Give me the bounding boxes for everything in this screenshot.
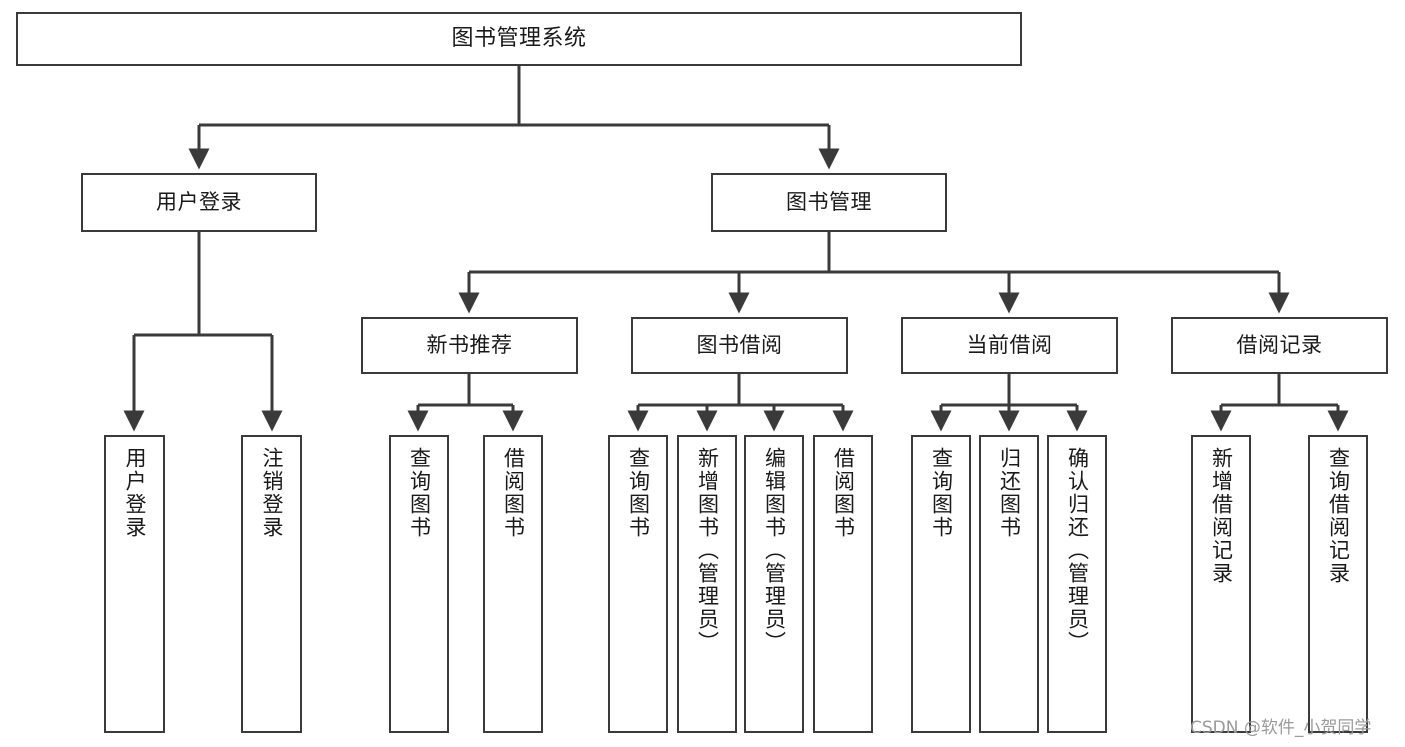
- node-label: 新增借阅记录: [1209, 447, 1234, 585]
- node-label: 归还图书: [997, 447, 1022, 539]
- node-label: 查询借阅记录: [1326, 447, 1351, 585]
- leaf-return-book[interactable]: 归还图书: [979, 435, 1039, 733]
- node-new-book-recommendation[interactable]: 新书推荐: [361, 317, 578, 374]
- node-label: 图书管理系统: [451, 26, 587, 52]
- node-label: 借阅图书: [501, 447, 526, 539]
- leaf-query-book-borrowing[interactable]: 查询图书: [608, 435, 668, 733]
- node-label: 注销登录: [260, 447, 284, 539]
- node-label: 查询图书: [626, 447, 651, 539]
- csdn-watermark: CSDN @软件_小贺同学: [1190, 718, 1372, 738]
- node-borrowing-record[interactable]: 借阅记录: [1171, 317, 1388, 374]
- leaf-logout[interactable]: 注销登录: [241, 435, 302, 733]
- leaf-edit-book-admin[interactable]: 编辑图书（管理员）: [744, 435, 804, 733]
- leaf-borrow-book-borrowing[interactable]: 借阅图书: [813, 435, 873, 733]
- node-label: 当前借阅: [966, 333, 1053, 358]
- leaf-add-borrow-record[interactable]: 新增借阅记录: [1191, 435, 1251, 733]
- node-book-management[interactable]: 图书管理: [711, 173, 947, 232]
- node-label: 确认归还（管理员）: [1065, 447, 1090, 654]
- node-book-borrowing[interactable]: 图书借阅: [631, 317, 848, 374]
- node-book-management-system[interactable]: 图书管理系统: [16, 12, 1022, 66]
- node-label: 用户登录: [123, 447, 147, 539]
- leaf-query-book-new-book[interactable]: 查询图书: [389, 435, 449, 733]
- node-label: 查询图书: [929, 447, 954, 539]
- node-label: 借阅记录: [1236, 333, 1323, 358]
- node-label: 图书借阅: [696, 333, 783, 358]
- node-label: 借阅图书: [831, 447, 856, 539]
- node-label: 新增图书（管理员）: [695, 447, 720, 654]
- leaf-query-book-current[interactable]: 查询图书: [911, 435, 971, 733]
- node-label: 图书管理: [786, 190, 872, 215]
- leaf-query-borrow-record[interactable]: 查询借阅记录: [1308, 435, 1368, 733]
- node-current-borrowing[interactable]: 当前借阅: [901, 317, 1118, 374]
- node-user-login[interactable]: 用户登录: [81, 173, 317, 232]
- node-label: 查询图书: [407, 447, 432, 539]
- leaf-user-login[interactable]: 用户登录: [104, 435, 165, 733]
- leaf-add-book-admin[interactable]: 新增图书（管理员）: [677, 435, 737, 733]
- node-label: 编辑图书（管理员）: [762, 447, 787, 654]
- leaf-borrow-book-new-book[interactable]: 借阅图书: [483, 435, 543, 733]
- node-label: 用户登录: [156, 190, 242, 215]
- leaf-confirm-return-admin[interactable]: 确认归还（管理员）: [1047, 435, 1107, 733]
- node-label: 新书推荐: [426, 333, 513, 358]
